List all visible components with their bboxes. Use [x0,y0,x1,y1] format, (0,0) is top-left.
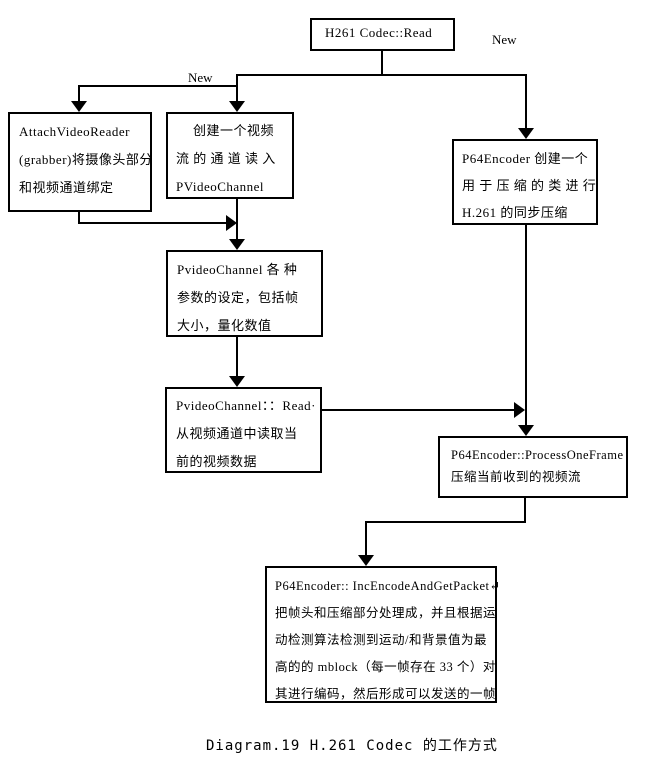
box-text-line: 高的的 mblock（每一帧存在 33 个）对 [275,660,496,674]
connector-main-horizontal [236,74,527,76]
connector-params-to-read [236,337,238,378]
connector-create-branch-down [236,74,238,104]
connector-attach-out-down [78,212,80,224]
box-p64encoder-create: P64Encoder 创建一个 用 于 压 缩 的 类 进 行 H.261 的同… [452,139,598,225]
box-text-line: PvideoChannel 各 种 [177,262,298,277]
arrowhead-into-params-icon [229,239,245,250]
arrowhead-into-create-icon [229,101,245,112]
connector-read-to-right [322,409,514,411]
connector-attach-branch-down [78,85,80,104]
arrowhead-into-p64enc-icon [518,128,534,139]
box-text-line: PvideoChannel：：Read· [176,398,316,413]
connector-attach-to-junction [78,222,226,224]
box-text-line: 参数的设定，包括帧 [177,290,299,305]
box-pvideochannel-read: PvideoChannel：：Read· 从视频通道中读取当 前的视频数据 [165,387,322,473]
box-text-line: P64Encoder::ProcessOneFrame [451,448,624,462]
box-text-line: AttachVideoReader [19,124,130,139]
box-text-line: 用 于 压 缩 的 类 进 行 [462,178,597,193]
box-text-line: 创建一个视频 [193,123,275,138]
connector-down-to-inc [365,521,367,557]
connector-h261-down [381,50,383,76]
box-text-line: 把帧头和压缩部分处理成，并且根据运 [275,606,497,620]
connector-right-branch-down [525,74,527,131]
box-text-line: 流 的 通 道 读 入 [176,151,276,166]
box-text-line: 动检测算法检测到运动/和背景值为最 [275,633,487,647]
box-text-line: H.261 的同步压缩 [462,205,568,220]
connector-left-branch-horizontal [78,85,238,87]
arrowhead-junction-right-icon [226,215,237,231]
box-text-line: H261 Codec::Read [325,25,433,40]
box-text-line: 压缩当前收到的视频流 [451,470,582,484]
arrowhead-read-right-icon [514,402,525,418]
box-create-video-channel: 创建一个视频 流 的 通 道 读 入 PVideoChannel [166,112,294,199]
arrowhead-into-read-icon [229,376,245,387]
box-text-line: 其进行编码，然后形成可以发送的一帧 [275,687,497,701]
connector-create-to-params [236,199,238,242]
connector-pof-out-down [524,498,526,523]
box-h261-codec-read: H261 Codec::Read [310,18,455,51]
box-text-line: 和视频通道绑定 [19,180,114,195]
label-new-left: New [188,70,213,85]
arrowhead-into-inc-icon [358,555,374,566]
box-pvideochannel-params: PvideoChannel 各 种 参数的设定，包括帧 大小，量化数值 [166,250,323,337]
arrowhead-into-attach-icon [71,101,87,112]
box-inc-encode-get-packet: P64Encoder:: IncEncodeAndGetPacket↵ 把帧头和… [265,566,501,703]
arrowhead-into-pof-icon [518,425,534,436]
diagram-caption: Diagram.19 H.261 Codec 的工作方式 [206,738,498,754]
box-text-line: 前的视频数据 [176,454,258,469]
box-process-one-frame: P64Encoder::ProcessOneFrame 压缩当前收到的视频流 [438,436,628,498]
connector-pof-horizontal [365,521,526,523]
label-new-right: New [492,32,517,47]
box-text-line: 从视频通道中读取当 [176,426,298,441]
box-attach-video-reader: AttachVideoReader (grabber)将摄像头部分 和视频通道绑… [8,112,152,212]
box-text-line: P64Encoder 创建一个 [462,151,589,166]
box-text-line: 大小，量化数值 [177,318,272,333]
connector-p64enc-to-pof [525,225,527,427]
box-text-line: P64Encoder:: IncEncodeAndGetPacket↵ [275,579,501,593]
box-text-line: (grabber)将摄像头部分 [19,152,153,167]
box-text-line: PVideoChannel [176,179,265,194]
